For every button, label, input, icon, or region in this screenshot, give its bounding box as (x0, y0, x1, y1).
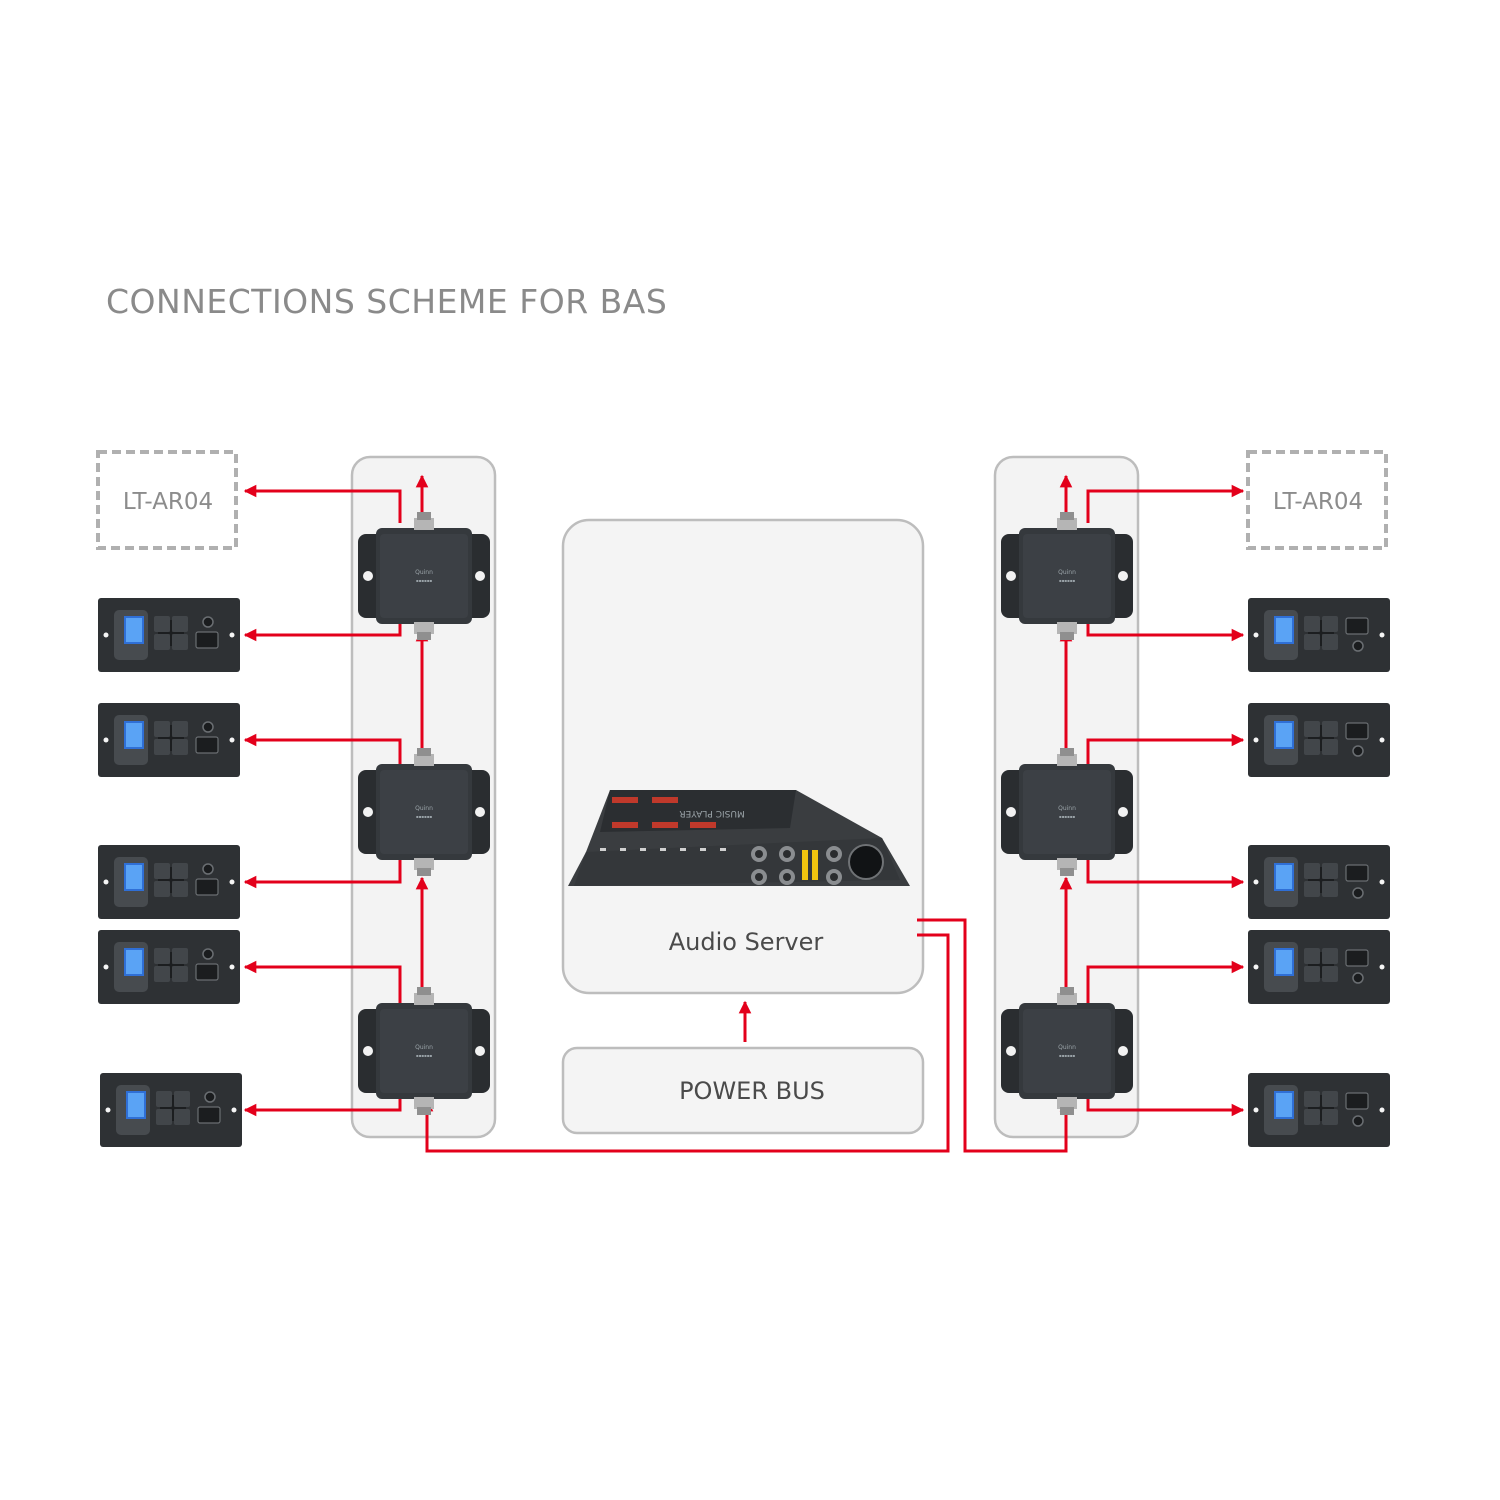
junction-box-right-top (1001, 512, 1133, 640)
junction-box-right-bot (1001, 987, 1133, 1115)
power-bus: POWER BUS (561, 1046, 925, 1135)
wall-panel-right-5 (1247, 1072, 1391, 1148)
wall-panel-left-3 (97, 844, 241, 920)
wire-right-panel-2 (1086, 733, 1245, 768)
remote-box-left: LT-AR04 (96, 450, 238, 550)
wall-panel-left-4 (97, 929, 241, 1005)
wall-panel-right-1 (1247, 597, 1391, 673)
page-title: CONNECTIONS SCHEME FOR BAS (106, 282, 668, 321)
wire-server-to-right (917, 918, 1073, 1153)
wire-left-remote (243, 484, 402, 523)
wire-left-panel-2 (243, 733, 402, 768)
audio-server-frame: Audio Server (561, 518, 925, 995)
wire-right-panel-3 (1086, 854, 1245, 889)
wire-right-panel-5 (1086, 1096, 1245, 1117)
wall-panel-right-2 (1247, 702, 1391, 778)
junction-box-left-mid (358, 748, 490, 876)
audio-server-label: Audio Server (669, 928, 824, 956)
wire-server-to-left (420, 933, 950, 1153)
junction-box-right-mid (1001, 748, 1133, 876)
music-player-text: MUSIC PLAYER (679, 808, 744, 818)
wire-left-panel-3 (243, 854, 402, 889)
wire-right-remote (1086, 484, 1245, 523)
power-bus-label: POWER BUS (679, 1077, 825, 1105)
wall-panel-left-1 (97, 597, 241, 673)
remote-label-left: LT-AR04 (123, 489, 213, 515)
junction-box-left-top (358, 512, 490, 640)
wire-right-panel-4 (1086, 960, 1245, 1008)
junction-box-left-bot (358, 987, 490, 1115)
wall-panel-right-4 (1247, 929, 1391, 1005)
wire-left-panel-4 (243, 960, 402, 1008)
wall-panel-left-2 (97, 702, 241, 778)
wire-left-panel-5 (243, 1096, 402, 1117)
remote-box-right: LT-AR04 (1246, 450, 1388, 550)
wall-panel-left-5 (99, 1072, 243, 1148)
music-player-device: MUSIC PLAYER (568, 790, 910, 886)
wall-panel-right-3 (1247, 844, 1391, 920)
remote-label-right: LT-AR04 (1273, 489, 1363, 515)
